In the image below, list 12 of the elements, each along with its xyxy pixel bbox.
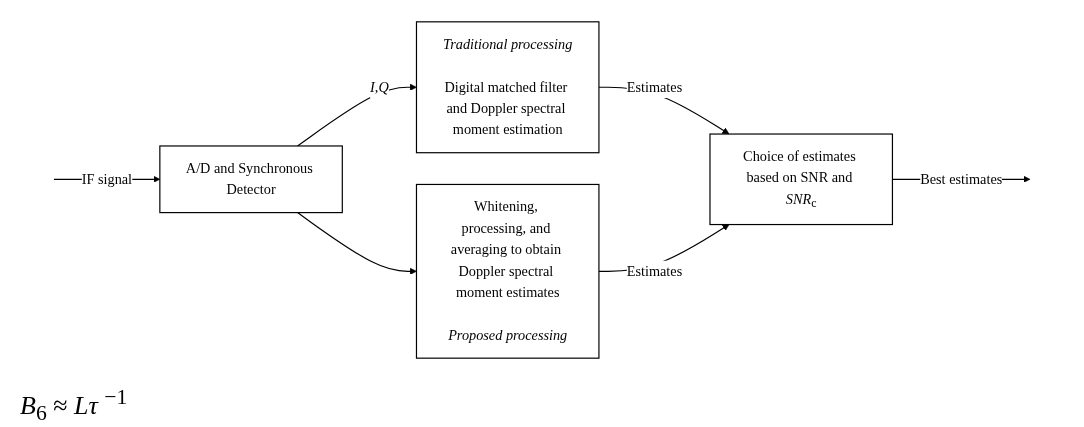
arrow (296, 83, 417, 147)
node-box: Traditional processing Digital matched filter and Doppler spectral moment estimation (415, 21, 600, 154)
edge-label: IF signal (81, 170, 133, 187)
arrow (296, 212, 417, 275)
formula-label: B$_{6}$ ≈ Lτ $^{−1}$ (20, 385, 128, 426)
node-box: Whitening, processing, and averaging to obtain Doppler spectral moment estimates Proposed processing (415, 183, 600, 359)
edge-label: I,Q (370, 78, 389, 95)
edge-label: Estimates (626, 78, 683, 95)
edge-label: Best estimates (920, 170, 1003, 187)
node-box: A/D and Synchronous Detector (159, 145, 343, 214)
edge-label: Estimates (626, 262, 683, 279)
node-box: Choice of estimates based on SNR and SNR$_{c}$ (709, 133, 894, 226)
